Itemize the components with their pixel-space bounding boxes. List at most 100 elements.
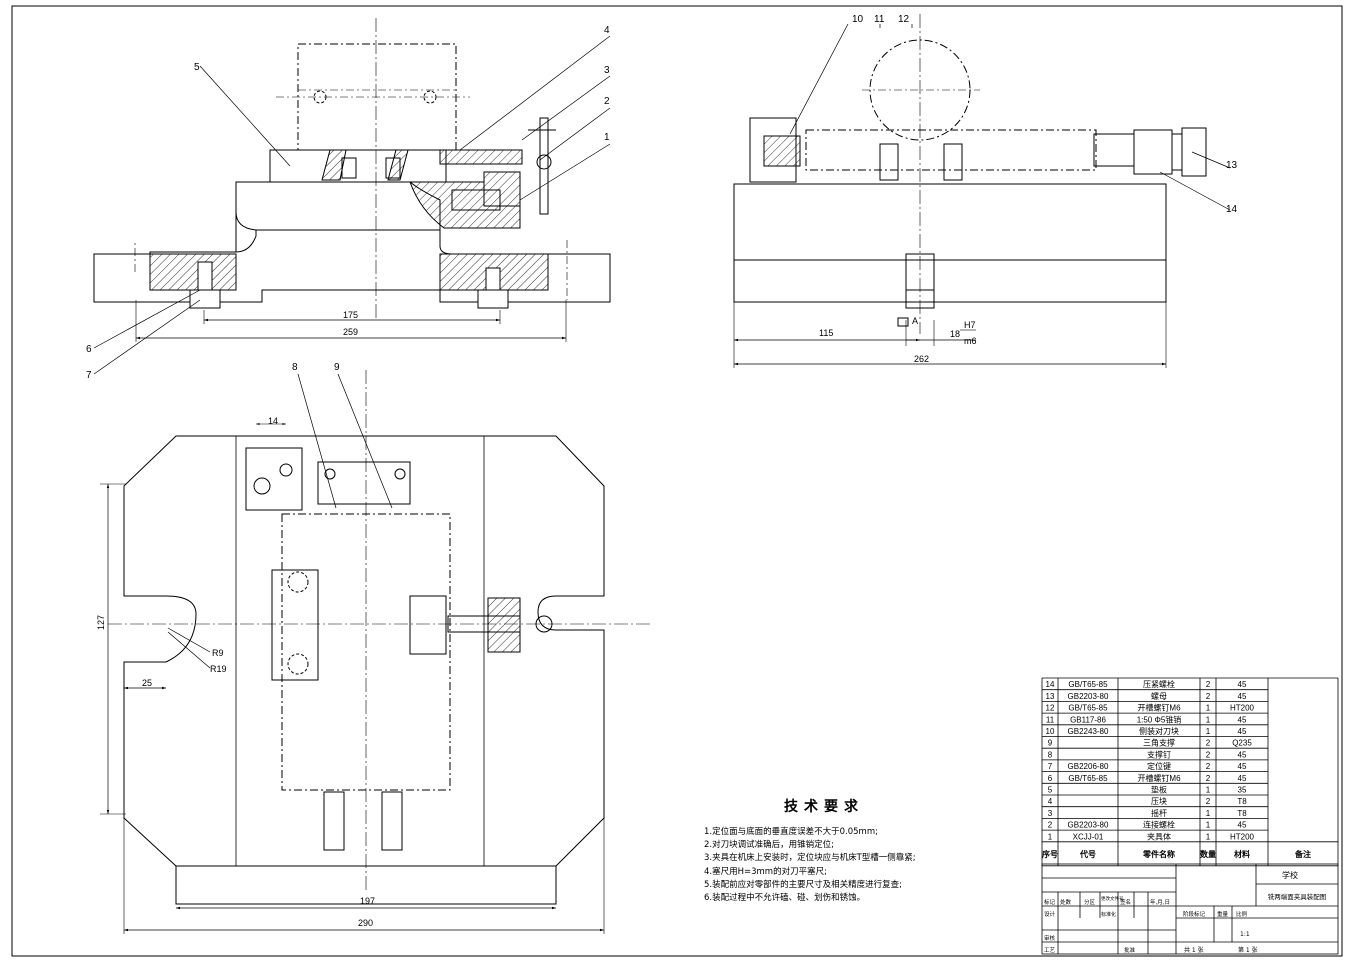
bom-cell-qty: 2 (1206, 750, 1211, 759)
technical-requirements: 技术要求 1.定位面与底面的垂直度误差不大于0.05mm; 2.对刀块调试准确后… (704, 796, 944, 905)
leader-5: 5 (194, 62, 200, 73)
dim-14: 14 (268, 416, 278, 426)
rev-zone: 分区 (1084, 898, 1096, 906)
bom-cell-code: GB/T65-85 (1068, 704, 1108, 713)
dim-r9: R9 (212, 648, 224, 658)
tech-item: 4.塞尺用H=3mm的对刀平塞尺; (704, 866, 827, 877)
tb-standard: 标准化 (1101, 911, 1116, 918)
bom-cell-qty: 1 (1206, 821, 1211, 830)
leader-14: 14 (1226, 204, 1238, 215)
tech-item: 3.夹具在机床上安装时，定位块应与机床T型槽一侧靠紧; (704, 853, 916, 864)
bom-cell-qty: 1 (1206, 786, 1211, 795)
dim-115: 115 (819, 328, 833, 338)
bom-cell-material: 45 (1238, 680, 1247, 689)
bom-cell-material: 45 (1238, 774, 1247, 783)
bom-table (1041, 677, 1339, 867)
bom-cell-code: GB2203-80 (1068, 692, 1109, 701)
rev-doc: 更改文件号 (1101, 895, 1124, 902)
leader-7: 7 (86, 370, 92, 381)
rev-count: 处数 (1060, 898, 1072, 906)
bom-cell-material: 45 (1238, 727, 1247, 736)
dim-262: 262 (914, 354, 929, 364)
bom-cell-no: 8 (1048, 750, 1053, 759)
rev-sign: 签名 (1120, 898, 1131, 906)
tb-approve: 批准 (1124, 946, 1136, 954)
bom-cell-qty: 2 (1206, 797, 1211, 806)
bom-cell-material: 45 (1238, 762, 1247, 771)
dim-h7: H7 (964, 320, 976, 330)
leader-1: 4 (604, 25, 610, 36)
bom-cell-no: 5 (1048, 786, 1053, 795)
bom-cell-no: 1 (1048, 832, 1053, 841)
bom-cell-name: 螺母 (1151, 691, 1167, 701)
bom-cell-no: 12 (1046, 704, 1055, 713)
bom-cell-material: 45 (1238, 692, 1247, 701)
bom-cell-qty: 1 (1206, 727, 1211, 736)
tech-item: 5.装配前应对零部件的主要尺寸及相关精度进行复查; (704, 879, 902, 890)
bom-cell-no: 2 (1048, 821, 1053, 830)
rev-date: 年,月,日 (1150, 898, 1170, 906)
tb-design: 设计 (1044, 910, 1056, 918)
bom-cell-code: GB2206-80 (1068, 762, 1109, 771)
bom-cell-material: 45 (1238, 750, 1247, 759)
bom-cell-name: 连接螺栓 (1143, 820, 1175, 830)
leader-13: 13 (1226, 160, 1238, 171)
tb-review: 审核 (1044, 934, 1056, 942)
rev-mark: 标记 (1044, 898, 1056, 906)
bom-cell-name: 开槽螺钉M6 (1137, 773, 1181, 783)
bom-cell-material: 35 (1238, 786, 1247, 795)
tech-item: 2.对刀块调试准确后，用锥销定位; (704, 840, 834, 851)
leader-9: 9 (334, 362, 340, 373)
dim-175: 175 (343, 310, 358, 320)
tb-ratio-label: 比例 (1236, 910, 1248, 918)
bom-cell-name: 支撑钉 (1147, 749, 1171, 759)
leader-2: 3 (604, 65, 610, 76)
tb-sheets-total: 共 1 张 (1184, 946, 1204, 954)
bom-cell-code: GB/T65-85 (1068, 680, 1108, 689)
bom-cell-no: 4 (1048, 797, 1053, 806)
bom-cell-qty: 2 (1206, 739, 1211, 748)
tb-sheet-no: 第 1 张 (1238, 946, 1258, 954)
leader-3: 2 (604, 96, 610, 107)
dim-290: 290 (358, 918, 373, 928)
leader-8: 8 (292, 362, 298, 373)
dim-r19: R19 (210, 664, 227, 674)
bom-cell-no: 11 (1046, 715, 1055, 724)
bom-header-remark: 备注 (1294, 849, 1311, 859)
leader-4: 1 (604, 132, 610, 143)
leader-11: 11 (874, 14, 885, 25)
title-block (1041, 863, 1339, 955)
bom-cell-material: T8 (1237, 809, 1247, 818)
bom-header-name: 零件名称 (1142, 849, 1175, 859)
bom-header-code: 代号 (1079, 849, 1096, 859)
bom-cell-no: 9 (1048, 739, 1053, 748)
bom-cell-code: GB2243-80 (1068, 727, 1109, 736)
bom-cell-qty: 1 (1206, 832, 1211, 841)
dim-18: 18 (950, 329, 960, 339)
bom-cell-material: HT200 (1230, 704, 1255, 713)
tb-weight: 重量 (1217, 910, 1229, 918)
bom-cell-name: 压块 (1151, 796, 1167, 806)
bom-cell-code: XCJJ-01 (1073, 832, 1104, 841)
bom-cell-qty: 2 (1206, 680, 1211, 689)
sheet-border (11, 5, 1343, 957)
tech-title: 技术要求 (784, 799, 864, 815)
bom-cell-material: 45 (1238, 821, 1247, 830)
bom-cell-name: 开槽螺钉M6 (1137, 703, 1181, 713)
dim-25: 25 (142, 678, 152, 688)
bom-cell-name: 垫板 (1151, 785, 1167, 795)
bom-cell-qty: 1 (1206, 809, 1211, 818)
bom-cell-no: 13 (1046, 692, 1055, 701)
leader-6: 6 (86, 344, 92, 355)
tb-process: 工艺 (1044, 947, 1056, 954)
datum-a: A (912, 316, 918, 326)
bom-cell-material: HT200 (1230, 832, 1255, 841)
title-drawing: 铣两端面夹具装配图 (1268, 892, 1327, 901)
side-view (733, 14, 1231, 368)
dim-m6: m6 (964, 336, 977, 346)
dim-197: 197 (360, 896, 375, 906)
bom-header-no: 序号 (1042, 849, 1058, 859)
bom-cell-qty: 2 (1206, 762, 1211, 771)
